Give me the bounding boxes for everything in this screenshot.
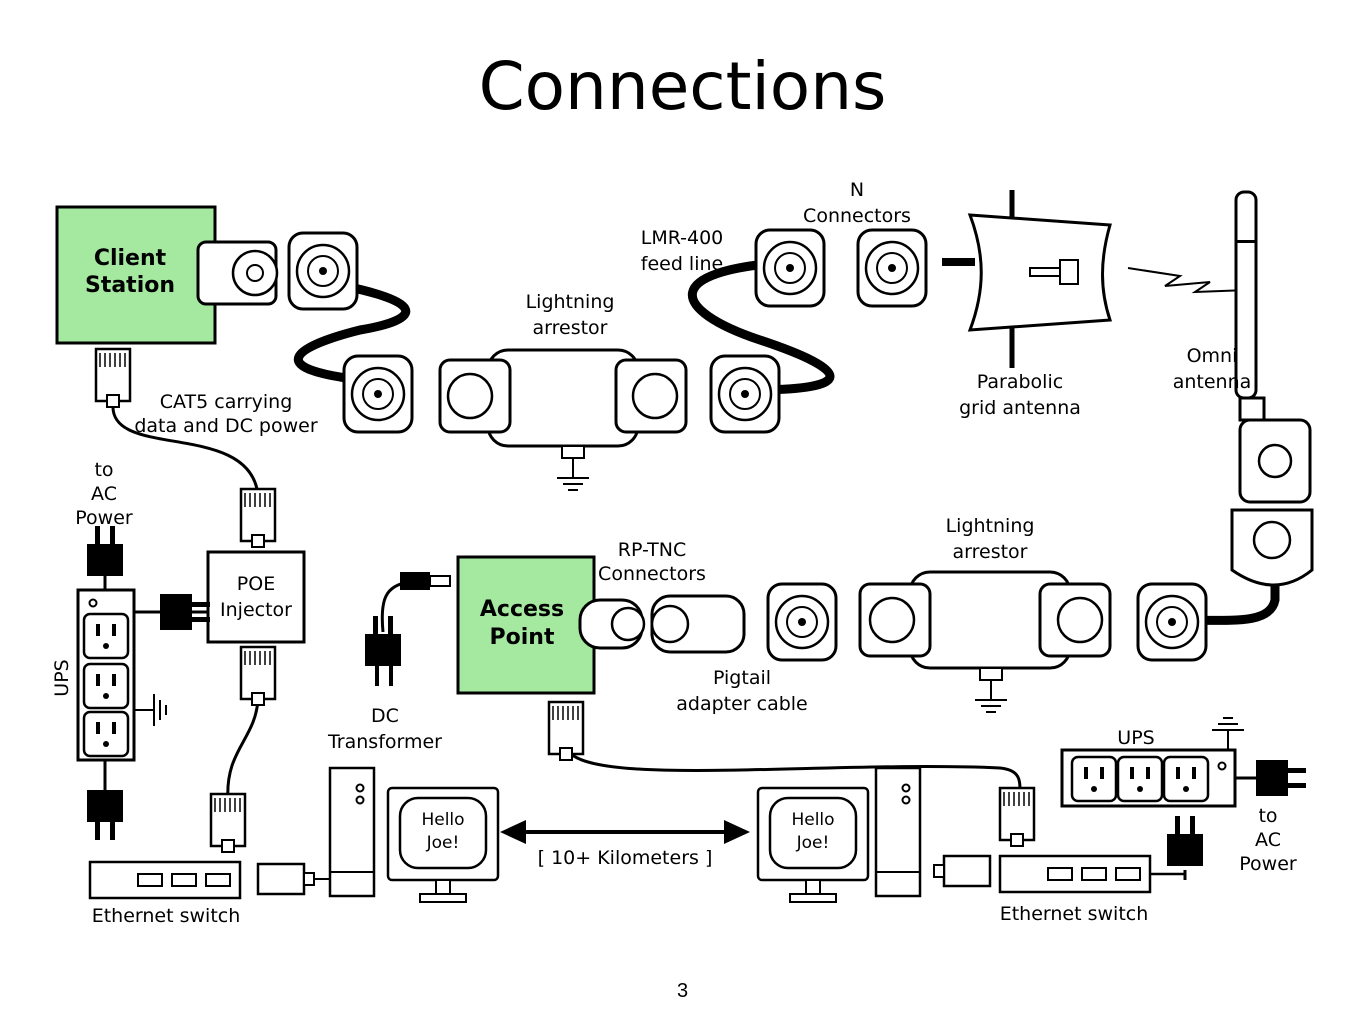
omni-label: Omni	[1187, 345, 1238, 367]
cat5-label: CAT5 carrying	[160, 391, 293, 413]
lmr400-label: LMR-400	[641, 227, 724, 249]
parabolic-label: Parabolic	[977, 371, 1063, 393]
page-title: Connections	[478, 48, 887, 125]
dc-transformer-plug	[400, 572, 430, 590]
ups-right-label: UPS	[1117, 727, 1154, 749]
ac-plug-left-icon	[87, 526, 123, 576]
coax-connector-2	[342, 354, 414, 434]
ups-left-label: UPS	[51, 659, 73, 696]
distance-label: [ 10+ Kilometers ]	[538, 847, 713, 869]
outlet-icon	[82, 710, 130, 758]
coax-connector-3	[709, 354, 781, 434]
access-point-box	[456, 555, 596, 695]
ethernet-switch-left	[88, 860, 242, 900]
to-ac-power-left-label-3: Power	[75, 507, 133, 529]
n-connector-2	[856, 228, 928, 308]
dc-transformer-label: DC	[371, 705, 399, 727]
coax-cable-left	[294, 273, 411, 387]
ethernet-switch-right	[998, 854, 1152, 894]
ground-icon-top	[556, 457, 590, 491]
network-card-left	[256, 862, 306, 896]
n-connector-1	[754, 228, 826, 308]
computer-tower-right	[874, 766, 922, 898]
dc-transformer-label-2: Transformer	[327, 731, 442, 753]
to-ac-power-left-label: to	[94, 459, 113, 481]
poe-injector-label: POE	[237, 573, 275, 595]
cat5-label-2: data and DC power	[134, 415, 317, 437]
rj45-poe-bottom-icon	[239, 645, 277, 707]
rp-tnc-label: RP-TNC	[618, 539, 686, 561]
hello-right-label-2: Joe!	[796, 833, 830, 853]
page-number: 3	[676, 980, 689, 1002]
computer-tower-left	[328, 766, 376, 898]
wireless-signal-icon	[1127, 267, 1249, 294]
ac-plug-right-icon	[1256, 760, 1306, 796]
ethernet-switch-left-label: Ethernet switch	[92, 905, 241, 927]
outlet-icon	[1162, 755, 1210, 803]
poe-injector-box	[206, 550, 306, 644]
ground-icon-ups-right	[1211, 717, 1245, 751]
coax-connector-5	[1136, 582, 1208, 662]
rj45-client-icon	[94, 347, 132, 409]
access-point-label: Access	[480, 597, 564, 622]
coax-connector-1	[287, 231, 359, 311]
outlet-icon	[82, 662, 130, 710]
network-card-right	[942, 854, 992, 888]
hello-right-label: Hello	[791, 810, 834, 830]
n-connectors-label-2: Connectors	[803, 205, 911, 227]
coax-cable-right	[687, 257, 835, 395]
ethernet-cable-ap	[564, 744, 1022, 793]
pigtail-label: Pigtail	[713, 667, 771, 689]
client-station-label: Client	[94, 246, 167, 271]
outlet-icon	[1116, 755, 1164, 803]
to-ac-power-right-label-3: Power	[1239, 853, 1297, 875]
to-ac-power-left-label-2: AC	[91, 483, 117, 505]
parabolic-label-2: grid antenna	[959, 397, 1081, 419]
ethernet-switch-right-label: Ethernet switch	[1000, 903, 1149, 925]
omni-antenna-icon	[1234, 190, 1258, 400]
lightning-arrestor-top-label: Lightning	[526, 291, 615, 313]
ground-icon-ups-left	[133, 693, 167, 727]
hello-left-label-2: Joe!	[426, 833, 460, 853]
pigtail-label-2: adapter cable	[676, 693, 808, 715]
client-station-label-2: Station	[85, 273, 175, 298]
rj45-switch-left-icon	[209, 792, 247, 854]
switch-plug-right-icon	[1167, 816, 1203, 866]
cat5-cable-bottom	[226, 699, 260, 801]
coax-connector-4	[766, 582, 838, 662]
rj45-poe-top-icon	[239, 487, 277, 549]
hello-left-label: Hello	[421, 810, 464, 830]
to-ac-power-right-label-2: AC	[1255, 829, 1281, 851]
lightning-arrestor-bottom-label-2: arrestor	[953, 541, 1028, 563]
lmr400-label-2: feed line	[641, 253, 723, 275]
n-connectors-label: N	[850, 179, 864, 201]
poe-injector-label-2: Injector	[220, 599, 292, 621]
to-ac-power-right-label: to	[1258, 805, 1277, 827]
outlet-icon	[1070, 755, 1118, 803]
ground-icon-bottom	[974, 679, 1008, 713]
lightning-arrestor-bottom-label: Lightning	[946, 515, 1035, 537]
rp-tnc-label-2: Connectors	[598, 563, 706, 585]
rj45-ap-icon	[547, 700, 585, 762]
access-point-label-2: Point	[490, 625, 555, 650]
outlet-icon	[82, 612, 130, 660]
omni-label-2: antenna	[1173, 371, 1252, 393]
lightning-arrestor-top-label-2: arrestor	[533, 317, 608, 339]
switch-plug-left-icon	[87, 790, 123, 840]
rj45-switch-right-icon	[998, 786, 1036, 848]
cat5-cable-top	[111, 404, 260, 496]
